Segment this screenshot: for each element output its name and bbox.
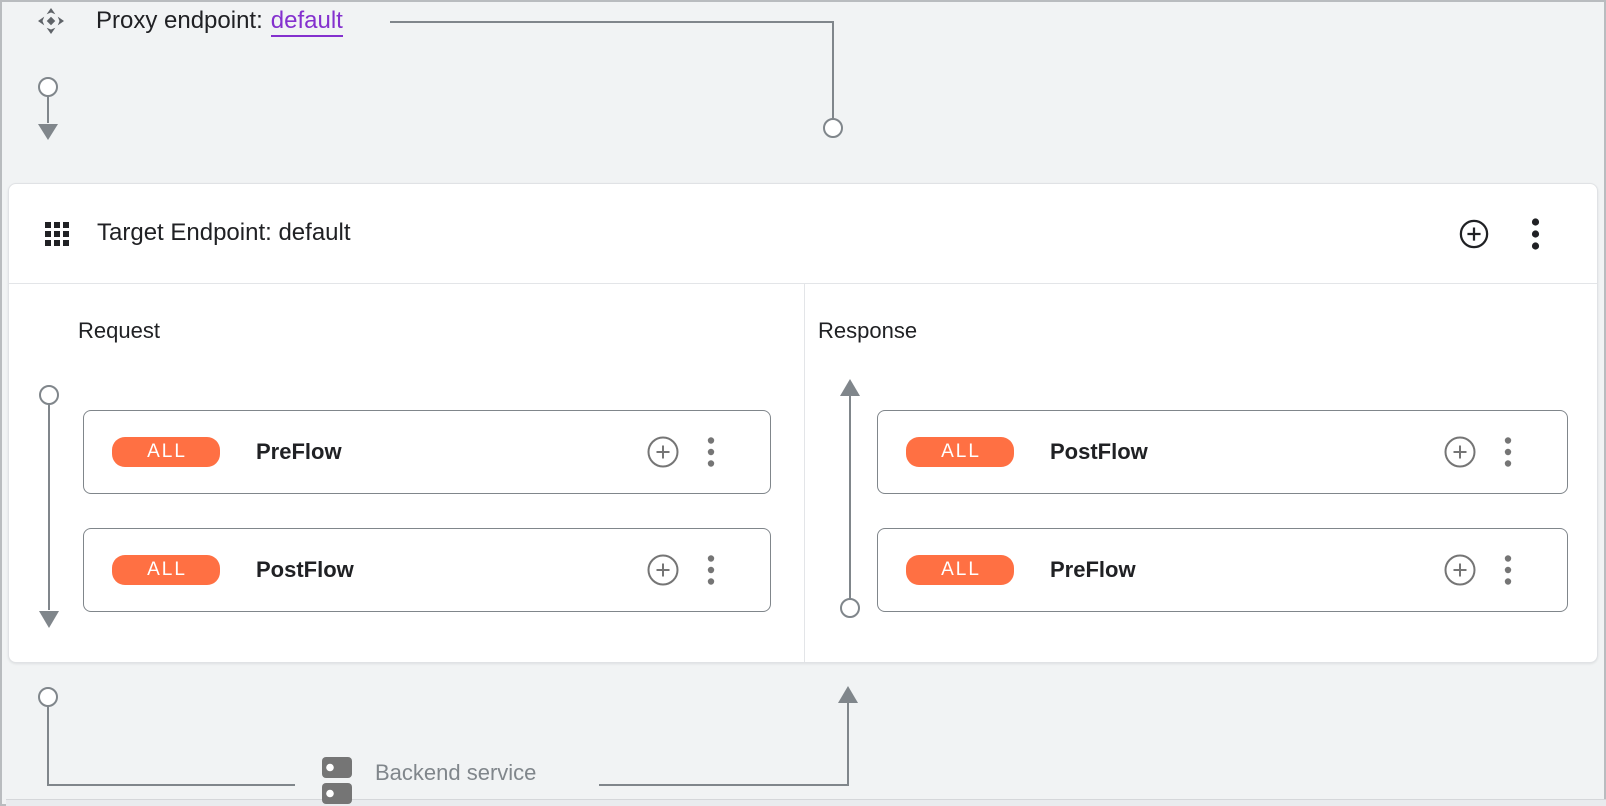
request-to-backend-connector [47, 706, 295, 786]
add-policy-button[interactable] [647, 436, 679, 468]
response-label: Response [818, 318, 918, 343]
grid-icon [45, 222, 69, 251]
bottom-edge-strip [6, 799, 1606, 806]
kebab-menu-icon [1531, 218, 1540, 250]
proxy-endpoint-row: Proxy endpoint:default [36, 6, 343, 37]
kebab-menu-icon [1504, 555, 1512, 585]
proxy-to-target-connector [390, 21, 834, 119]
flow-card-request-preflow[interactable]: ALL PreFlow [83, 410, 771, 494]
target-endpoint-header: Target Endpoint: default [9, 184, 1597, 284]
connector-node [38, 687, 58, 707]
flow-menu-button[interactable] [1504, 554, 1512, 586]
backend-to-response-connector [599, 702, 849, 786]
flow-name: PreFlow [1050, 557, 1136, 582]
arrow-up-icon [838, 686, 858, 703]
request-response-divider [804, 284, 805, 662]
arrow-down-icon [38, 124, 58, 140]
condition-badge: ALL [906, 437, 1014, 467]
proxy-endpoint-icon [36, 6, 66, 36]
connector-node [823, 118, 843, 138]
connector-node [38, 77, 58, 97]
flow-card-response-postflow[interactable]: ALL PostFlow [877, 410, 1568, 494]
proxy-endpoint-label: Proxy endpoint:default [96, 7, 343, 37]
flow-card-response-preflow[interactable]: ALL PreFlow [877, 528, 1568, 612]
flow-name: PreFlow [256, 439, 342, 464]
plus-circle-icon [1459, 219, 1489, 249]
add-policy-button[interactable] [1444, 554, 1476, 586]
plus-circle-icon [647, 436, 679, 468]
plus-circle-icon [1444, 436, 1476, 468]
backend-service-label: Backend service [375, 760, 537, 785]
proxy-endpoint-link[interactable]: default [270, 7, 343, 37]
flow-menu-button[interactable] [1504, 436, 1512, 468]
add-policy-button[interactable] [1444, 436, 1476, 468]
flow-name: PostFlow [256, 557, 354, 582]
kebab-menu-icon [1504, 437, 1512, 467]
target-endpoint-title: Target Endpoint: default [97, 219, 351, 246]
add-flow-button[interactable] [1459, 219, 1489, 249]
request-label: Request [78, 318, 160, 343]
endpoint-menu-button[interactable] [1531, 217, 1540, 251]
flow-name: PostFlow [1050, 439, 1148, 464]
backend-service-icon [322, 757, 352, 806]
plus-circle-icon [647, 554, 679, 586]
condition-badge: ALL [112, 555, 220, 585]
flow-menu-button[interactable] [707, 554, 715, 586]
flow-menu-button[interactable] [707, 436, 715, 468]
kebab-menu-icon [707, 437, 715, 467]
add-policy-button[interactable] [647, 554, 679, 586]
condition-badge: ALL [906, 555, 1014, 585]
kebab-menu-icon [707, 555, 715, 585]
condition-badge: ALL [112, 437, 220, 467]
header-divider [9, 283, 1597, 284]
plus-circle-icon [1444, 554, 1476, 586]
flow-card-request-postflow[interactable]: ALL PostFlow [83, 528, 771, 612]
